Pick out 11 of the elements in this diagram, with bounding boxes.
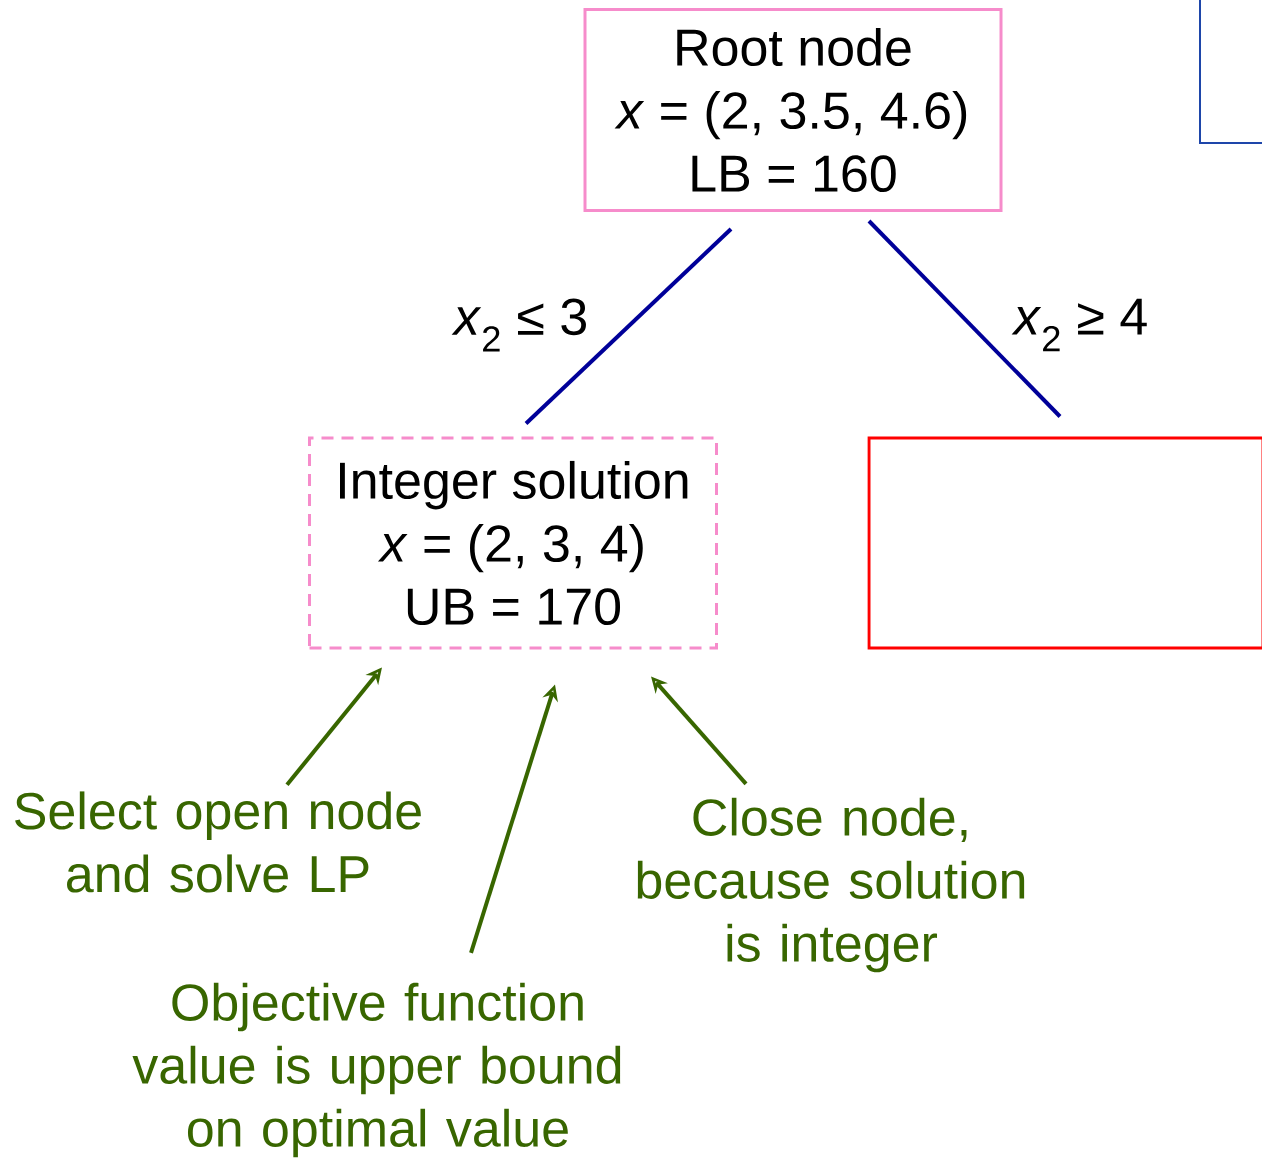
node-box — [867, 436, 1262, 650]
annotation-text: Close node, because solution is integer — [637, 797, 1025, 973]
node-box: Root node x = (2, 3.5, 4.6) LB = 160 — [583, 8, 1003, 212]
edge-label: x$_{2}$ ≤ 3 — [451, 296, 591, 354]
annotation-text: Select open node and solve LP — [15, 791, 421, 893]
node-box — [1199, 0, 1262, 144]
edge-label: x$_{2}$ ≥ 4 — [1011, 296, 1151, 354]
connector-line — [524, 227, 733, 425]
node-box: Integer solution x = (2, 3, 4) UB = 170 — [308, 436, 718, 650]
annotation-text: Objective function value is upper bound on optimal value — [132, 982, 621, 1158]
connector-line — [867, 219, 1062, 418]
